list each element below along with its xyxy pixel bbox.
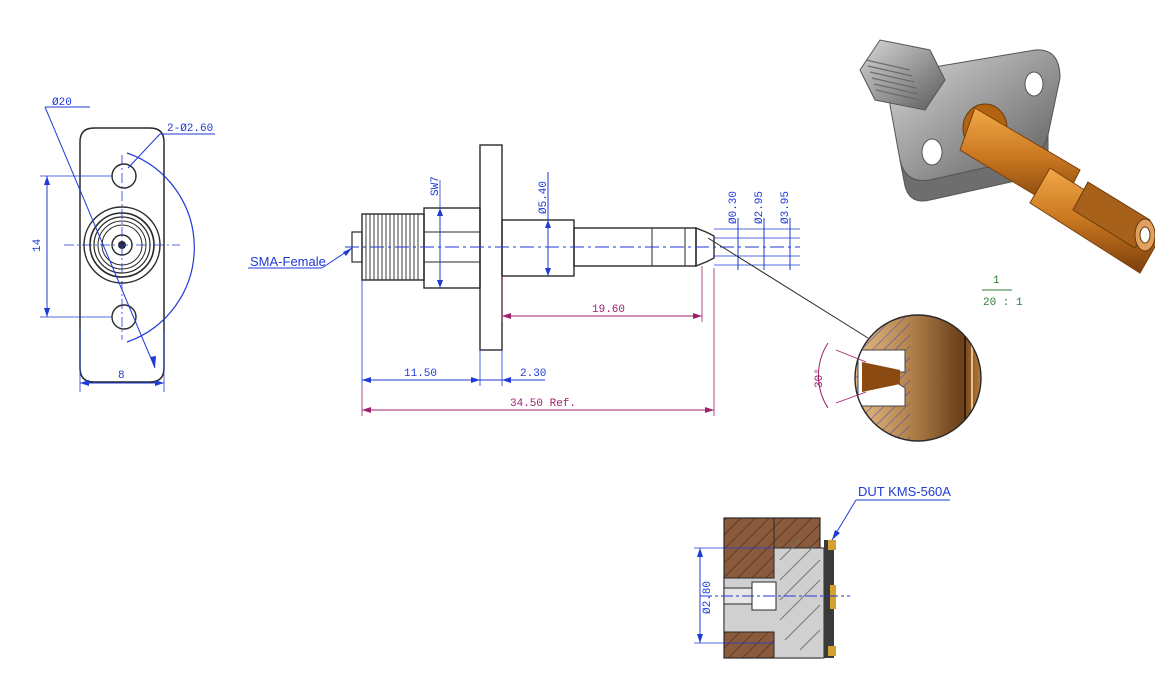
dim-len-19-60: 19.60 [592,304,625,316]
dim-dia-3-95: Ø3.95 [780,191,792,224]
dim-dia-2-95: Ø2.95 [754,191,766,224]
fixture-section: Ø2.80 DUT KMS-560A [694,484,951,659]
dim-len-34-50: 34.50 Ref. [510,398,576,410]
dim-sw7: SW7 [430,176,442,196]
scale-denominator: 20 : 1 [983,297,1023,309]
dim-dia-5-40: Ø5.40 [538,181,550,214]
dim-dia-2-80: Ø2.80 [702,581,714,614]
dim-height-14: 14 [32,238,44,252]
dim-len-2-30: 2.30 [520,368,546,380]
scale-numerator: 1 [993,275,1000,287]
fixture-hatch-light [779,539,821,651]
dim-len-11-50: 11.50 [404,368,437,380]
dim-dia-0-30: Ø0.30 [728,191,740,224]
detail-view: 30° 1 20 : 1 [814,275,1023,442]
dim-angle-30: 30° [814,368,826,388]
dim-width-8: 8 [118,370,125,382]
mount-hole-top [111,163,137,189]
mount-hole-bottom [111,304,137,330]
dim-holes: 2-Ø2.60 [167,123,213,135]
label-dut: DUT KMS-560A [858,484,951,499]
side-view: SMA-Female SW7 Ø5.40 Ø0.30 Ø2.95 Ø3.95 1… [248,144,800,416]
detail-leader [707,237,869,339]
label-sma-female: SMA-Female [250,254,326,269]
front-view: Ø20 2-Ø2.60 14 8 [32,97,215,392]
render-3d [859,39,1155,274]
dim-dia-20: Ø20 [52,97,72,109]
dia-20-arc [126,152,195,343]
